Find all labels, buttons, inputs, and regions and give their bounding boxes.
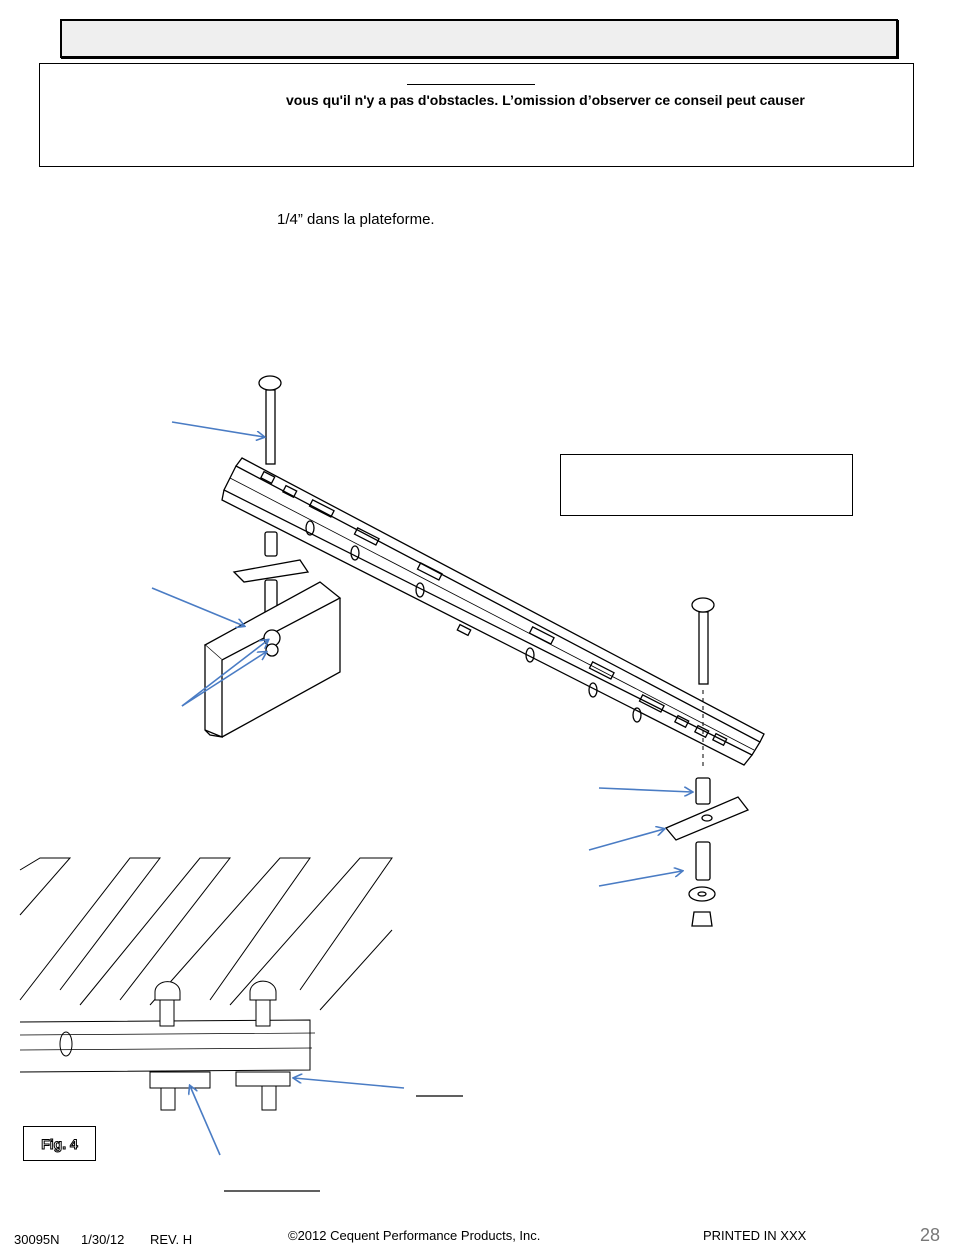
note-box (560, 454, 853, 516)
mounting-rail (221, 457, 765, 766)
right-carriage-bolt (691, 597, 715, 770)
footer-printed: PRINTED IN XXX (703, 1228, 807, 1243)
footer-copyright: ©2012 Cequent Performance Products, Inc. (288, 1228, 541, 1243)
step-instruction-text: 1/4” dans la plateforme. (277, 211, 435, 228)
page-number: 28 (920, 1225, 941, 1245)
deck-detail-view (19, 857, 393, 1111)
warning-text: vous qu'il n'y a pas d'obstacles. L’omis… (286, 92, 805, 108)
footer-revision: REV. H (150, 1232, 193, 1247)
figure-label: Fig. 4 (23, 1126, 96, 1161)
frame-cross-member (203, 581, 342, 738)
warning-heading-underline (407, 84, 535, 85)
callout-arrows (151, 421, 692, 1156)
section-title-box (60, 19, 898, 58)
right-hardware (664, 777, 750, 927)
left-carriage-bolt (258, 375, 282, 465)
footer-doc-number: 30095N (14, 1232, 60, 1247)
warning-box (39, 63, 914, 167)
footer-date: 1/30/12 (81, 1232, 125, 1247)
